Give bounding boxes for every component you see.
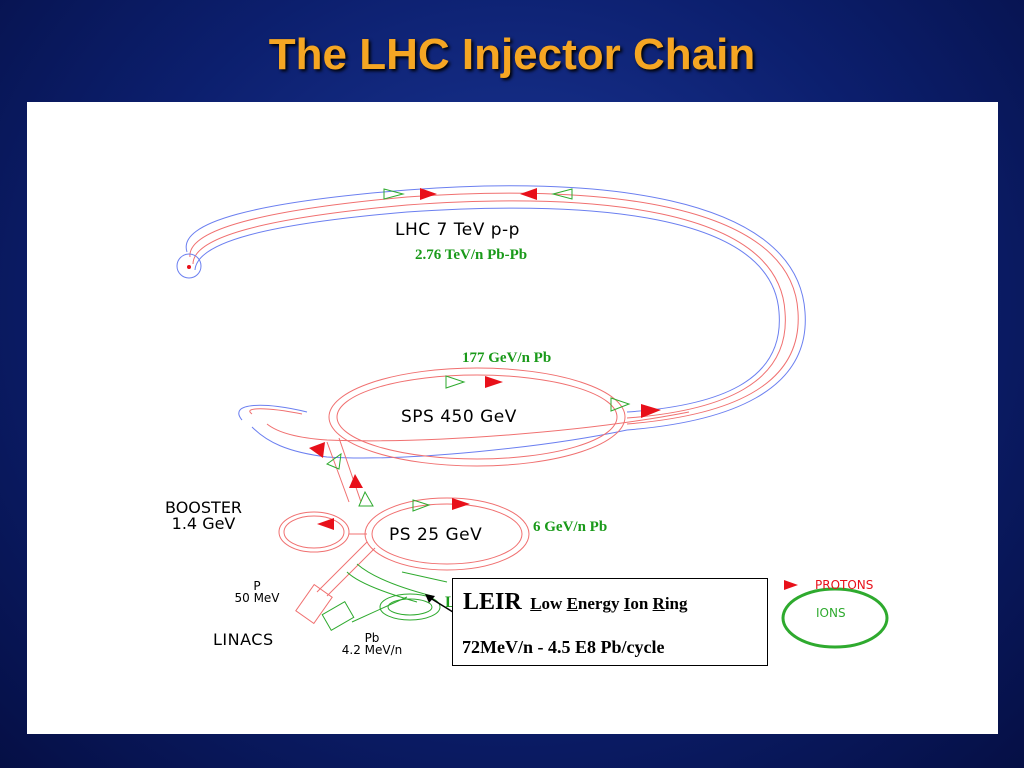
leir-low-initial: L: [530, 594, 542, 613]
ion-arrow: [383, 188, 405, 200]
leir-energy-rest: nergy: [577, 594, 620, 613]
leir-energy-initial: E: [566, 594, 578, 613]
proton-arrow: [520, 188, 537, 200]
ion-arrow: [551, 188, 573, 200]
leir-detail: 72MeV/n - 4.5 E8 Pb/cycle: [462, 637, 665, 657]
sps-ions-label: 177 GeV/n Pb: [462, 350, 552, 366]
linacs-label: LINACS: [213, 630, 274, 649]
legend-proton-arrow: [784, 580, 798, 590]
ion-linac-label: Pb 4.2 MeV/n: [327, 632, 417, 656]
proton-arrow: [349, 474, 363, 488]
ion-linac-species: Pb: [364, 631, 380, 645]
proton-arrow: [452, 498, 470, 510]
ps-label: PS 25 GeV: [389, 525, 483, 545]
leir-ion-rest: on: [630, 594, 649, 613]
ps-ions-label: 6 GeV/n Pb: [533, 519, 608, 535]
booster-energy: 1.4 GeV: [171, 514, 236, 533]
ion-arrow: [325, 452, 342, 470]
ps-booster: [278, 497, 530, 625]
slide-title: The LHC Injector Chain: [268, 30, 756, 79]
proton-arrow: [420, 188, 437, 200]
leir-low-rest: ow: [541, 594, 563, 613]
ion-linac-energy: 4.2 MeV/n: [341, 643, 403, 657]
ion-arrow: [412, 499, 431, 512]
proton-arrow: [309, 442, 325, 458]
leir-ring-initial: R: [652, 594, 665, 613]
injector-chain-diagram: [176, 185, 889, 649]
legend-ions-ellipse: [781, 587, 889, 649]
booster-name: BOOSTER: [165, 498, 243, 517]
proton-linac-label: P 50 MeV: [225, 580, 289, 604]
booster-label: BOOSTER 1.4 GeV: [165, 500, 242, 532]
sps-ring: [238, 367, 690, 503]
leir-ion-initial: I: [623, 594, 631, 613]
proton-linac-energy: 50 MeV: [234, 591, 280, 605]
ion-arrow: [358, 490, 374, 507]
proton-arrow: [485, 376, 503, 388]
legend-ions-label: IONS: [816, 606, 846, 620]
proton-arrow: [317, 518, 334, 530]
direction-arrows: [309, 188, 661, 530]
leir-pointer-head: [425, 594, 435, 603]
leir-fragment-label: L: [445, 594, 456, 611]
leir-ring-rest: ing: [664, 594, 688, 613]
legend-protons-label: PROTONS: [815, 578, 874, 592]
lhc-ring: [176, 185, 806, 431]
lhc-ions-label: 2.76 TeV/n Pb-Pb: [415, 247, 528, 263]
lhc-label: LHC 7 TeV p-p: [395, 220, 520, 240]
proton-arrow: [641, 404, 661, 418]
diagram-panel: LHC 7 TeV p-p 2.76 TeV/n Pb-Pb 177 GeV/n…: [27, 102, 998, 734]
leir-name: LEIR: [463, 589, 522, 615]
proton-linac-species: P: [253, 579, 261, 593]
leir-ion-lines: [321, 563, 448, 631]
ion-arrow: [610, 397, 631, 412]
leir-title-line: LEIR Low Energy Ion Ring: [463, 589, 688, 616]
sps-label: SPS 450 GeV: [401, 407, 517, 427]
ion-arrow: [445, 375, 466, 389]
leir-info-box: LEIR Low Energy Ion Ring 72MeV/n - 4.5 E…: [452, 578, 768, 666]
